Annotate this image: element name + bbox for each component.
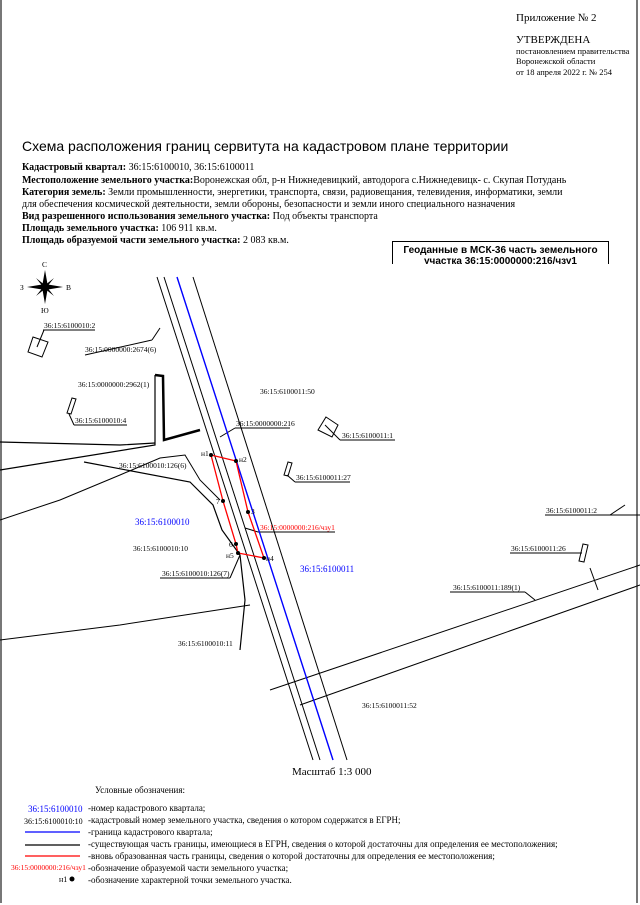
- info-part-area: Площадь образуемой части земельного учас…: [22, 235, 289, 246]
- label-parcel: 36:15:6100011:50: [260, 387, 315, 396]
- legend-sample-point: н1: [59, 875, 67, 884]
- label-parcel: 36:15:6100011:2: [546, 506, 597, 515]
- label-parcel: 36:15:6100011:27: [296, 473, 351, 482]
- info-area: Площадь земельного участка: 106 911 кв.м…: [22, 223, 217, 234]
- page-title: Схема расположения границ сервитута на к…: [22, 138, 509, 154]
- approval-line2: Воронежской области: [516, 56, 596, 66]
- compass-south: Ю: [41, 306, 49, 315]
- value: 2 083 кв.м.: [240, 235, 289, 246]
- approved-label: УТВЕРЖДЕНА: [516, 34, 591, 46]
- label-parcel: 36:15:0000000:216: [236, 419, 295, 428]
- label-quarter: 36:15:6100010: [135, 517, 190, 527]
- label-parcel: 36:15:6100010:11: [178, 639, 233, 648]
- point-6: 6: [229, 540, 233, 549]
- point-n1: н1: [201, 449, 209, 458]
- value: 106 911 кв.м.: [158, 223, 217, 234]
- label: Категория земель:: [22, 187, 106, 198]
- label-parcel: 36:15:6100010:10: [133, 544, 188, 553]
- map-scale: Масштаб 1:3 000: [292, 766, 372, 778]
- legend-item: -вновь образованная часть границы, сведе…: [88, 851, 495, 861]
- legend-item: -существующая часть границы, имеющиеся в…: [88, 839, 558, 849]
- label-parcel: 36:15:6100011:52: [362, 701, 417, 710]
- label: Площадь земельного участка:: [22, 223, 159, 234]
- compass-west: З: [20, 283, 24, 292]
- appendix-label: Приложение № 2: [516, 12, 597, 24]
- legend-title: Условные обозначения:: [95, 785, 186, 795]
- characteristic-points: [209, 453, 266, 560]
- quarter-boundary: [176, 276, 334, 761]
- geodata-line1: Геоданные в МСК-36 часть земельного: [403, 245, 598, 256]
- label-quarter: 36:15:6100011: [300, 564, 354, 574]
- value: 36:15:6100010, 36:15:6100011: [126, 162, 255, 173]
- label-parcel: 36:15:6100010:4: [75, 416, 127, 425]
- value: Под объекты транспорта: [270, 211, 378, 222]
- existing-boundaries: [0, 276, 640, 761]
- label-parcel: 36:15:6100011:1: [342, 431, 393, 440]
- label-parcel: 36:15:6100010:2: [44, 321, 96, 330]
- geodata-line2: участка 36:15:0000000:216/чзу1: [423, 256, 577, 264]
- legend-item: -номер кадастрового квартала;: [88, 803, 206, 813]
- compass-north: С: [42, 260, 47, 269]
- legend-item: -обозначение характерной точки земельног…: [88, 875, 292, 885]
- approval-line1: постановлением правительства: [516, 46, 630, 56]
- value: Земли промышленности, энергетики, трансп…: [105, 187, 563, 198]
- approval-line3: от 18 апреля 2022 г. № 254: [516, 67, 612, 77]
- label-parcel: 36:15:0000000:2962(1): [78, 380, 150, 389]
- point-3: 3: [251, 507, 255, 516]
- compass-icon: С Ю З В: [20, 260, 71, 315]
- legend-sample-parcel: 36:15:6100010:10: [24, 817, 83, 826]
- info-category-cont: для обеспечения космической деятельности…: [22, 199, 516, 210]
- label: Площадь образуемой части земельного учас…: [22, 235, 241, 246]
- legend-samples: 36:15:6100010 36:15:6100010:10 36:15:000…: [11, 804, 86, 884]
- label-servitude-part: 36:15:0000000:216/чзу1: [260, 523, 335, 532]
- point-n4: н4: [266, 554, 274, 563]
- label-parcel: 36:15:6100011:26: [511, 544, 566, 553]
- label-parcel: 36:15:0000000:2674(6): [85, 345, 157, 354]
- label-parcel: 36:15:6100011:189(1): [453, 583, 521, 592]
- label: Вид разрешенного использования земельног…: [22, 211, 271, 222]
- label-parcel: 36:15:6100010:126(7): [162, 569, 230, 578]
- legend-item: -граница кадастрового квартала;: [88, 827, 213, 837]
- info-quarter: Кадастровый квартал: 36:15:6100010, 36:1…: [22, 162, 254, 173]
- geodata-box: Геоданные в МСК-36 часть земельного учас…: [392, 241, 609, 264]
- label: Кадастровый квартал:: [22, 162, 127, 173]
- info-category: Категория земель: Земли промышленности, …: [22, 187, 562, 198]
- point-n5: н5: [226, 551, 234, 560]
- point-7: 7: [216, 497, 220, 506]
- info-location: Местоположение земельного участка:Вороне…: [22, 175, 566, 186]
- legend-sample-part: 36:15:0000000:216/чзу1: [11, 863, 86, 872]
- label: Местоположение земельного участка:: [22, 175, 194, 186]
- servitude-part-boundary: [210, 454, 265, 559]
- legend-sample-quarter: 36:15:6100010: [28, 804, 83, 814]
- legend-item: -обозначение образуемой части земельного…: [88, 863, 289, 873]
- label-parcel: 36:15:6100010:126(6): [119, 461, 187, 470]
- info-use: Вид разрешенного использования земельног…: [22, 211, 378, 222]
- value: Воронежская обл, р-н Нижнедевицкий, авто…: [193, 175, 567, 186]
- legend-item: -кадастровый номер земельного участка, с…: [88, 815, 401, 825]
- point-marker-icon: [69, 876, 75, 882]
- point-n2: н2: [239, 455, 247, 464]
- compass-east: В: [66, 283, 71, 292]
